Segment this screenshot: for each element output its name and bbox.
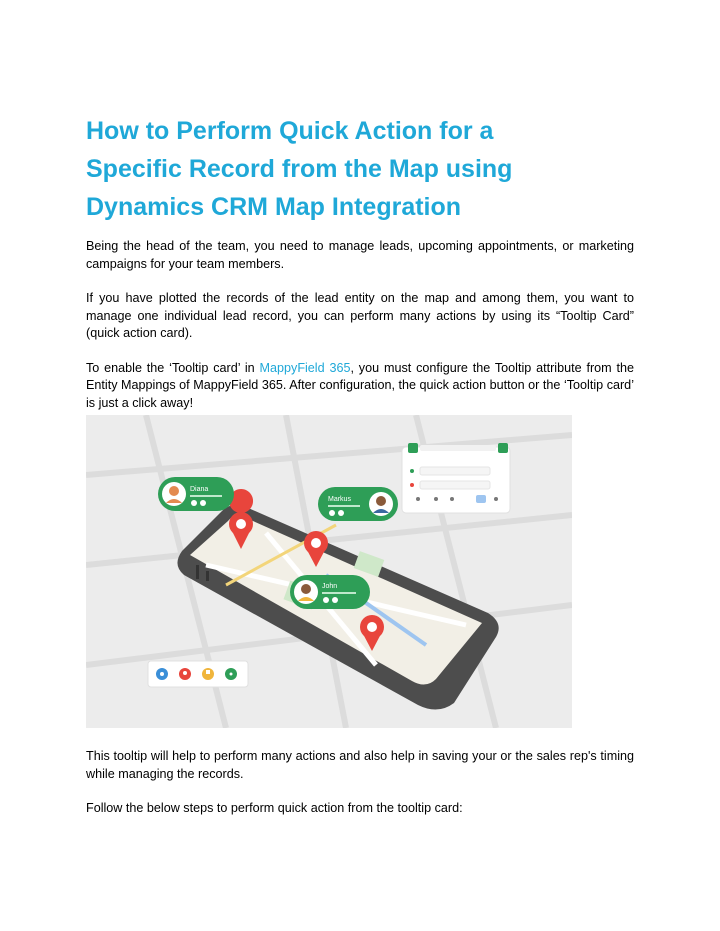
location-icon[interactable] [156, 668, 168, 680]
title-line-1: How to Perform Quick Action for a [86, 117, 494, 145]
pin-icon[interactable] [179, 668, 191, 680]
card-name-markus: Markus [328, 496, 351, 503]
map-pin-diana[interactable] [229, 489, 254, 549]
paragraph-enable-text-before: To enable the ‘Tooltip card’ in [86, 360, 260, 375]
title-line-2: Specific Record from the Map using [86, 155, 513, 183]
title-line-3: Dynamics CRM Map Integration [86, 193, 462, 221]
mappyfield-link[interactable]: MappyField 365 [259, 360, 351, 375]
tooltip-card-diana[interactable]: Diana [158, 477, 234, 511]
map-pin-markus[interactable] [304, 531, 328, 567]
map-illustration: Diana Markus John [86, 415, 572, 728]
flag-icon[interactable] [202, 668, 214, 680]
tooltip-card-markus[interactable]: Markus [318, 487, 398, 521]
map-pin-john[interactable] [360, 615, 384, 651]
paragraph-tooltip-card: If you have plotted the records of the l… [86, 291, 634, 340]
paragraph-enable-text-after: , you must configure the Tooltip attribu… [86, 360, 634, 410]
article: How to Perform Quick Action for a Specif… [86, 112, 634, 412]
page-title: How to Perform Quick Action for a Specif… [86, 112, 634, 226]
paragraph-enable-tooltip: To enable the ‘Tooltip card’ in MappyFie… [86, 360, 634, 413]
illustration-svg: Diana Markus John [86, 415, 572, 728]
quick-action-toolbar[interactable] [147, 660, 249, 688]
card-name-diana: Diana [190, 486, 208, 493]
share-icon[interactable] [225, 668, 237, 680]
route-panel[interactable] [401, 443, 511, 514]
paragraph-benefit: This tooltip will help to perform many a… [86, 749, 634, 781]
card-name-john: John [322, 583, 337, 590]
tooltip-card-john[interactable]: John [290, 575, 370, 609]
paragraph-steps-intro: Follow the below steps to perform quick … [86, 801, 463, 815]
paragraph-intro: Being the head of the team, you need to … [86, 239, 634, 271]
